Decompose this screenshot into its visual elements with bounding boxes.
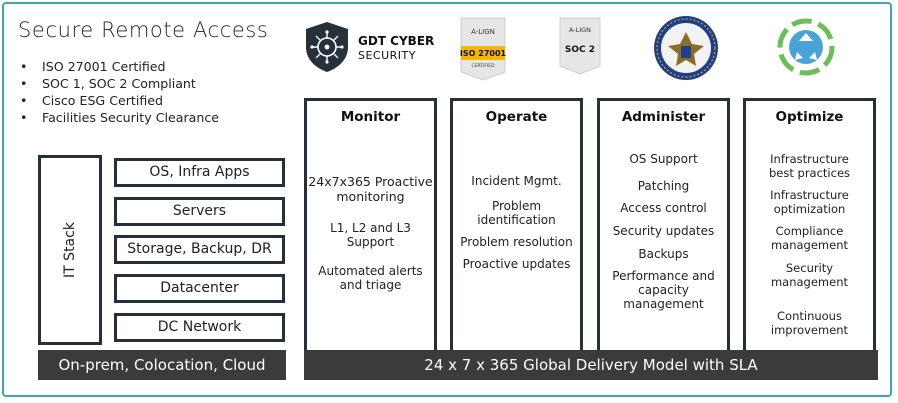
sustainability-logo	[775, 16, 837, 78]
deployment-bar: On-prem, Colocation, Cloud	[38, 350, 286, 380]
column-item: Patching	[637, 179, 690, 193]
certification-item: Facilities Security Clearance	[20, 109, 219, 126]
iso-badge-text: ISO 27001	[460, 49, 507, 58]
column-title: Optimize	[775, 109, 844, 125]
column-item: Continuous improvement	[770, 309, 849, 337]
counterintelligence-seal	[652, 14, 720, 82]
stack-layer-servers: Servers	[114, 197, 285, 226]
column-title: Monitor	[340, 109, 401, 125]
it-stack-box	[38, 155, 102, 345]
page-title: Secure Remote Access	[18, 18, 269, 42]
administer-column: Administer OS Support Patching Access co…	[597, 98, 730, 376]
monitor-column: Monitor 24x7x365 Proactive monitoring L1…	[304, 98, 437, 376]
column-title: Operate	[485, 109, 548, 125]
soc-badge-icon: A-LIGN SOC 2	[559, 17, 601, 75]
gdt-logo-line2: SECURITY	[358, 49, 416, 62]
shield-icon	[306, 22, 348, 72]
certification-list: ISO 27001 Certified SOC 1, SOC 2 Complia…	[20, 58, 219, 126]
gdt-cyber-security-logo: GDT CYBER SECURITY	[300, 18, 434, 73]
iso-badge-subtext: CERTIFIED	[471, 63, 495, 69]
column-title: Administer	[621, 109, 706, 125]
soc-brand-text: A-LIGN	[569, 26, 591, 34]
column-item: Access control	[620, 201, 707, 215]
soc-2-badge: A-LIGN SOC 2	[554, 16, 606, 76]
it-stack-label: IT Stack	[62, 222, 78, 278]
column-item: Performance and capacity management	[612, 269, 715, 311]
column-item: Security updates	[612, 224, 715, 238]
stack-layer-dc-network: DC Network	[114, 313, 285, 342]
gdt-logo-line1: GDT CYBER	[358, 34, 435, 48]
column-item: Problem identification	[477, 199, 556, 227]
column-item: Automated alerts and triage	[318, 264, 423, 292]
seal-icon	[654, 16, 718, 80]
column-item: Compliance management	[770, 224, 849, 252]
stack-layer-storage-backup-dr: Storage, Backup, DR	[114, 235, 285, 264]
iso-badge-icon: A-LIGN ISO 27001 CERTIFIED	[460, 17, 507, 81]
iso-27001-badge: A-LIGN ISO 27001 CERTIFIED	[453, 16, 513, 82]
certification-item: Cisco ESG Certified	[20, 92, 219, 109]
column-item: Incident Mgmt.	[471, 174, 562, 188]
column-item: Security management	[770, 261, 849, 289]
optimize-column: Optimize Infrastructure best practices I…	[743, 98, 876, 376]
column-item: Infrastructure best practices	[768, 152, 851, 180]
stack-layer-os-infra-apps: OS, Infra Apps	[114, 158, 285, 187]
iso-brand-text: A-LIGN	[471, 28, 495, 36]
column-item: OS Support	[629, 152, 698, 166]
outer-frame	[2, 2, 892, 397]
column-item: 24x7x365 Proactive monitoring	[308, 174, 433, 204]
column-item: Problem resolution	[460, 235, 573, 249]
stack-layer-datacenter: Datacenter	[114, 274, 285, 303]
delivery-model-bar: 24 x 7 x 365 Global Delivery Model with …	[304, 350, 878, 380]
column-item: Infrastructure optimization	[770, 188, 849, 216]
soc-badge-text: SOC 2	[565, 45, 595, 55]
certification-item: ISO 27001 Certified	[20, 58, 219, 75]
recycle-icon	[775, 16, 837, 78]
certification-item: SOC 1, SOC 2 Compliant	[20, 75, 219, 92]
operate-column: Operate Incident Mgmt. Problem identific…	[450, 98, 583, 376]
column-item: Backups	[638, 247, 689, 261]
column-item: Proactive updates	[462, 257, 571, 271]
column-item: L1, L2 and L3 Support	[330, 221, 411, 249]
